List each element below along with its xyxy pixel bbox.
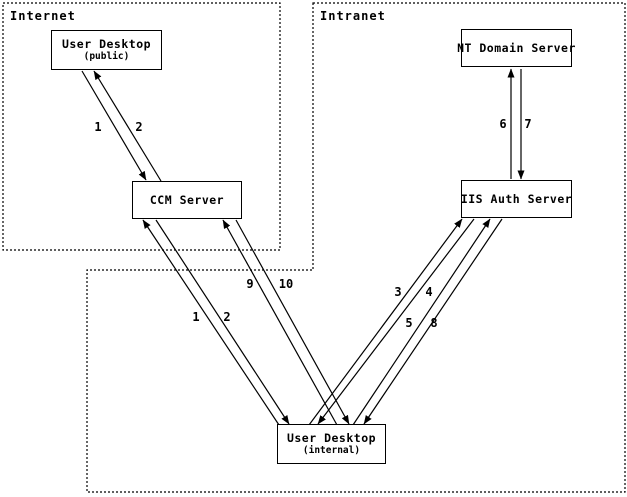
node-title: User Desktop (61, 37, 152, 51)
arrow-label-7: 7 (524, 117, 532, 131)
internet-region-label: Internet (10, 9, 76, 23)
node-nt-domain-server: NT Domain Server (457, 29, 575, 67)
arrow-10-ccm-to-internal-desktop (235, 219, 350, 425)
node-title: CCM Server (149, 192, 225, 207)
arrow-label-2-public: 2 (135, 120, 143, 134)
arrow-4-iis-to-internal-desktop (317, 218, 475, 425)
node-ccm-server: CCM Server (132, 181, 242, 219)
arrow-8-iis-to-internal-desktop (363, 218, 503, 425)
node-title: NT Domain Server (457, 40, 576, 55)
arrow-3-internal-desktop-to-iis (308, 218, 463, 426)
internet-region-outline (2, 2, 281, 251)
node-title: User Desktop (286, 431, 377, 445)
node-title: IIS Auth Server (460, 191, 573, 206)
arrow-label-4: 4 (425, 285, 433, 299)
arrow-2-ccm-to-public-desktop (93, 70, 162, 182)
arrow-label-9: 9 (246, 277, 254, 291)
arrow-1-internal-desktop-to-ccm (142, 219, 280, 426)
arrow-2-ccm-to-internal-desktop (155, 219, 290, 425)
arrow-label-10: 10 (278, 277, 294, 291)
intranet-region-label: Intranet (320, 9, 386, 23)
node-user-desktop-public: User Desktop (public) (51, 30, 162, 70)
node-iis-auth-server: IIS Auth Server (461, 180, 572, 218)
node-subtitle: (internal) (302, 445, 361, 456)
arrow-5-internal-desktop-to-iis (352, 218, 491, 426)
arrow-label-3: 3 (394, 285, 402, 299)
arrow-9-internal-desktop-to-ccm (222, 219, 338, 426)
node-user-desktop-internal: User Desktop (internal) (277, 424, 386, 464)
arrow-label-6: 6 (499, 117, 507, 131)
arrow-label-1-internal: 1 (192, 310, 200, 324)
arrow-label-8: 8 (430, 316, 438, 330)
arrow-label-5: 5 (405, 316, 413, 330)
arrow-label-1-public: 1 (94, 120, 102, 134)
intranet-region-outline (86, 2, 626, 493)
node-subtitle: (public) (83, 51, 130, 62)
arrow-1-public-desktop-to-ccm (81, 70, 147, 181)
arrow-label-2-internal: 2 (223, 310, 231, 324)
